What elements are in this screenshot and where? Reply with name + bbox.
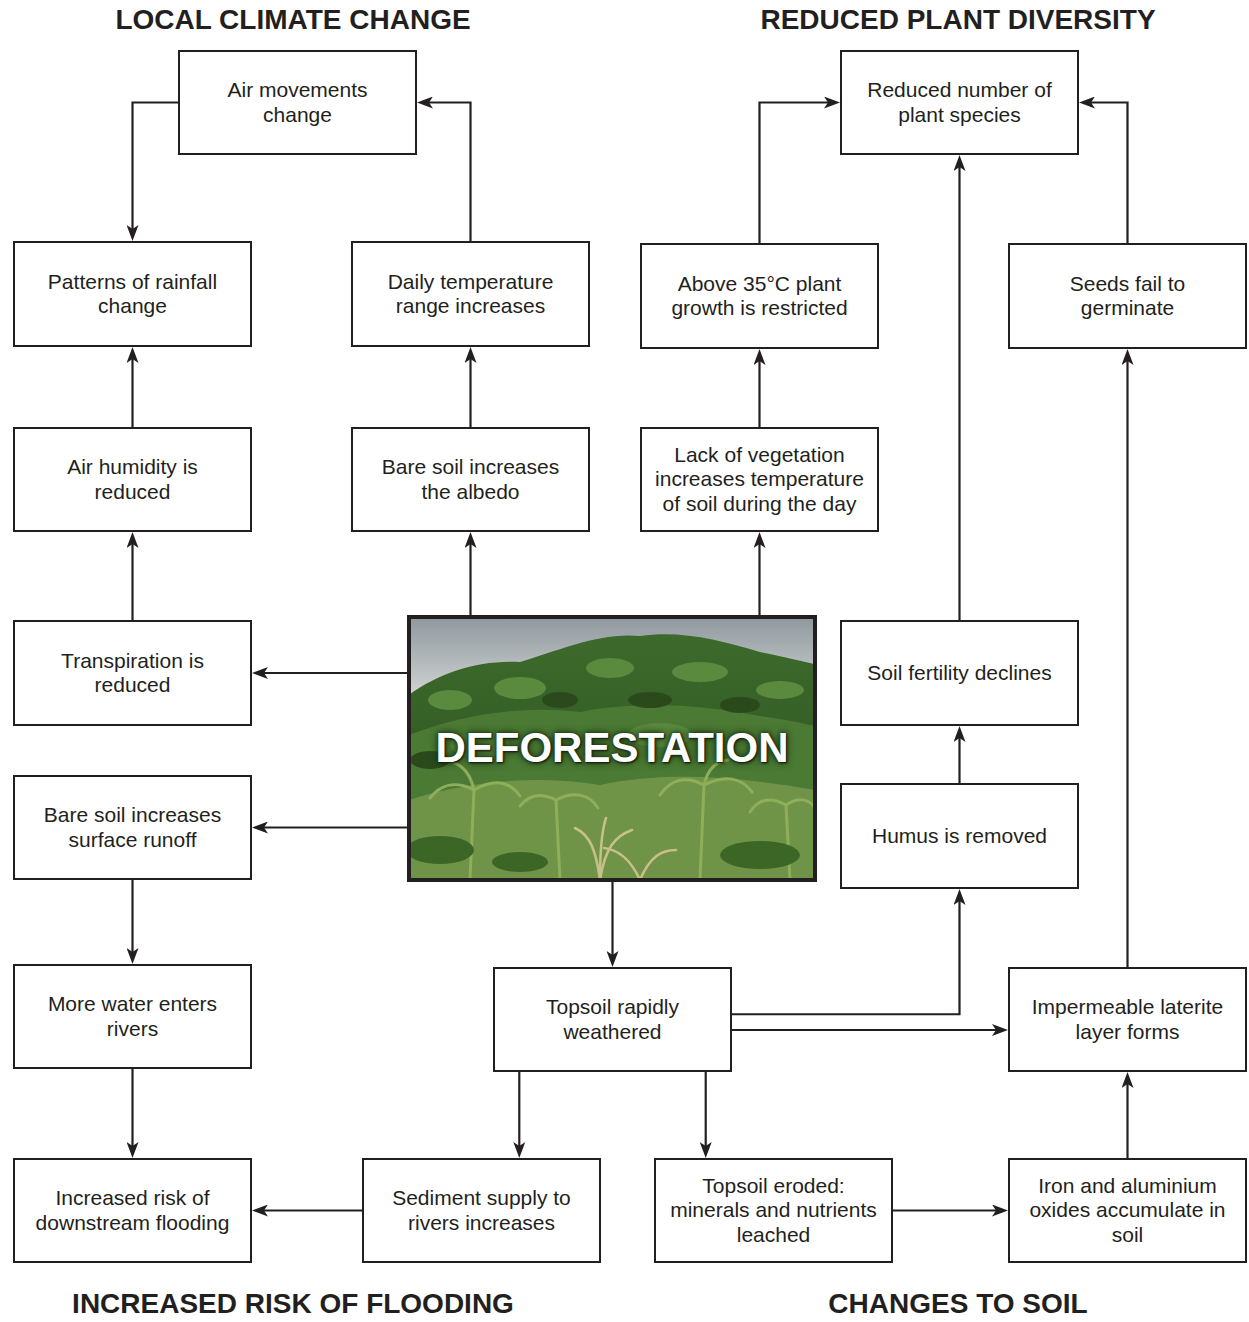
central-title: DEFORESTATION (435, 725, 788, 771)
flow-arrow (1126, 1080, 1128, 1158)
flow-arrow (425, 103, 471, 242)
box-text: Transpiration is reduced (27, 649, 238, 697)
flow-arrow (758, 357, 760, 427)
box-text: Topsoil eroded: minerals and nutrients l… (668, 1174, 879, 1246)
category-heading: LOCAL CLIMATE CHANGE (115, 4, 470, 36)
flow-arrow (732, 897, 960, 1014)
flow-arrow (131, 1069, 133, 1150)
flow-arrow (760, 103, 833, 244)
flow-arrow (611, 882, 613, 959)
flow-arrow (958, 734, 960, 783)
flow-arrow (893, 1209, 1000, 1211)
process-box: Topsoil eroded: minerals and nutrients l… (654, 1158, 893, 1263)
process-box: Topsoil rapidly weathered (493, 967, 732, 1072)
process-box: Air movements change (178, 50, 417, 155)
process-box: Transpiration is reduced (13, 620, 252, 726)
category-heading: CHANGES TO SOIL (828, 1288, 1087, 1320)
process-box: Bare soil increases the albedo (351, 427, 590, 532)
process-box: Iron and aluminium oxides accumulate in … (1008, 1158, 1247, 1263)
flow-arrow (705, 1072, 707, 1150)
process-box: Seeds fail to germinate (1008, 243, 1247, 349)
process-box: Air humidity is reduced (13, 427, 252, 532)
flow-arrow (469, 540, 471, 615)
process-box: Daily temperature range increases (351, 241, 590, 347)
flow-arrow (758, 540, 760, 615)
box-text: Air movements change (192, 78, 403, 126)
flow-arrow (131, 355, 133, 427)
process-box: Reduced number of plant species (840, 50, 1079, 155)
process-box: Humus is removed (840, 783, 1079, 889)
flow-arrow (260, 826, 407, 828)
process-box: Patterns of rainfall change (13, 241, 252, 347)
flow-arrow (469, 355, 471, 427)
category-heading: INCREASED RISK OF FLOODING (72, 1288, 514, 1320)
box-text: More water enters rivers (27, 992, 238, 1040)
process-box: More water enters rivers (13, 964, 252, 1069)
box-text: Lack of vegetation increases temperature… (654, 443, 865, 515)
process-box: Soil fertility declines (840, 620, 1079, 726)
flow-arrow (131, 880, 133, 956)
process-box: Lack of vegetation increases temperature… (640, 427, 879, 532)
box-text: Above 35°C plant growth is restricted (654, 272, 865, 320)
process-box: Increased risk of downstream flooding (13, 1158, 252, 1263)
box-text: Humus is removed (872, 824, 1047, 848)
central-photo-box: DEFORESTATION (407, 615, 817, 882)
flow-arrow (131, 540, 133, 620)
flow-arrow (518, 1072, 520, 1150)
process-box: Bare soil increases surface runoff (13, 775, 252, 880)
flow-arrow (1126, 357, 1128, 967)
process-box: Impermeable laterite layer forms (1008, 967, 1247, 1072)
process-box: Sediment supply to rivers increases (362, 1158, 601, 1263)
box-text: Soil fertility declines (867, 661, 1051, 685)
flow-arrow (958, 163, 960, 620)
box-text: Patterns of rainfall change (27, 270, 238, 318)
box-text: Topsoil rapidly weathered (507, 995, 718, 1043)
box-text: Daily temperature range increases (365, 270, 576, 318)
box-text: Bare soil increases surface runoff (27, 803, 238, 851)
box-text: Reduced number of plant species (854, 78, 1065, 126)
flow-arrow (133, 103, 179, 234)
process-box: Above 35°C plant growth is restricted (640, 243, 879, 349)
category-heading: REDUCED PLANT DIVERSITY (760, 4, 1155, 36)
box-text: Seeds fail to germinate (1022, 272, 1233, 320)
box-text: Bare soil increases the albedo (365, 455, 576, 503)
flow-arrow (732, 1029, 1000, 1031)
flow-arrow (260, 672, 407, 674)
box-text: Impermeable laterite layer forms (1022, 995, 1233, 1043)
box-text: Iron and aluminium oxides accumulate in … (1022, 1174, 1233, 1246)
box-text: Air humidity is reduced (27, 455, 238, 503)
flow-arrow (1087, 103, 1128, 244)
box-text: Increased risk of downstream flooding (27, 1186, 238, 1234)
flow-arrow (260, 1209, 362, 1211)
box-text: Sediment supply to rivers increases (376, 1186, 587, 1234)
